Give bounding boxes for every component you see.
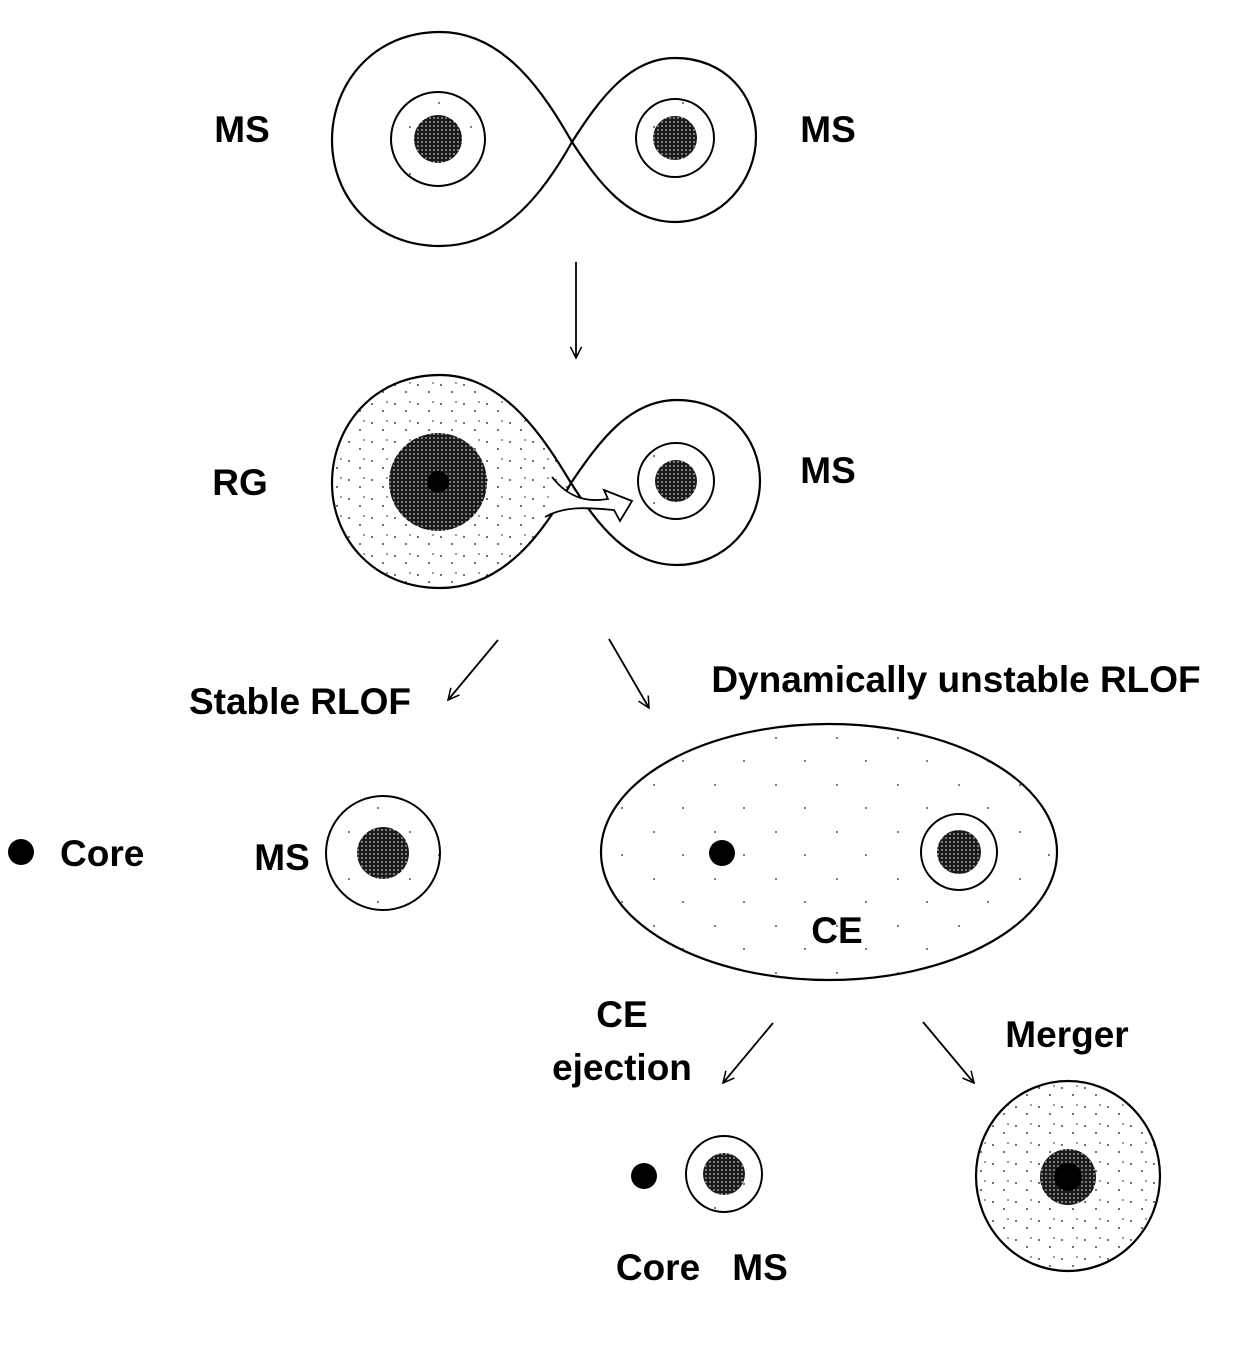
label-ce-ejection-line1: CE [596,994,647,1035]
arrow-to-unstable [608,638,649,708]
ejection-outcome: Core MS [616,1135,788,1288]
star-ms-ejection [685,1135,763,1213]
stable-outcome: Core MS [8,795,441,911]
label-ms-left: MS [214,109,270,150]
label-ms-accretor: MS [800,450,856,491]
star-red-giant [389,433,487,531]
remnant-core-dot [8,839,34,865]
label-rg: RG [212,462,268,503]
common-envelope: CE [599,722,1059,982]
label-stable-rlof: Stable RLOF [189,681,411,722]
mass-transfer-stream-icon [544,476,634,523]
star-ms-right [635,98,715,178]
star-ms-left [390,91,486,187]
label-ce: CE [811,910,862,951]
label-ms-stable: MS [254,837,310,878]
merged-inner-core [1054,1163,1082,1191]
label-core-stable: Core [60,833,144,874]
arrow-to-ejection [723,1022,774,1083]
roche-lobe-outline [330,30,758,248]
roche-lobe-secondary [570,398,762,567]
ejected-core-dot [631,1163,657,1189]
envelope-outline [599,722,1059,982]
label-core-ejection: Core [616,1247,700,1288]
label-ce-ejection-line2: ejection [552,1047,692,1088]
star-ms-stable [325,795,441,911]
label-unstable-rlof: Dynamically unstable RLOF [711,659,1200,700]
label-merger: Merger [1005,1014,1128,1055]
arrow-to-merger [922,1021,974,1083]
initial-binary: MS MS [214,30,856,248]
mass-transfer-binary: RG MS [212,373,856,590]
label-ms-ejection: MS [732,1247,788,1288]
label-ms-right: MS [800,109,856,150]
arrow-to-stable [448,639,499,700]
merger-outcome [974,1079,1162,1273]
star-ms-accretor [637,442,715,520]
envelope-core-dot [709,840,735,866]
star-ms-in-envelope [920,813,998,891]
